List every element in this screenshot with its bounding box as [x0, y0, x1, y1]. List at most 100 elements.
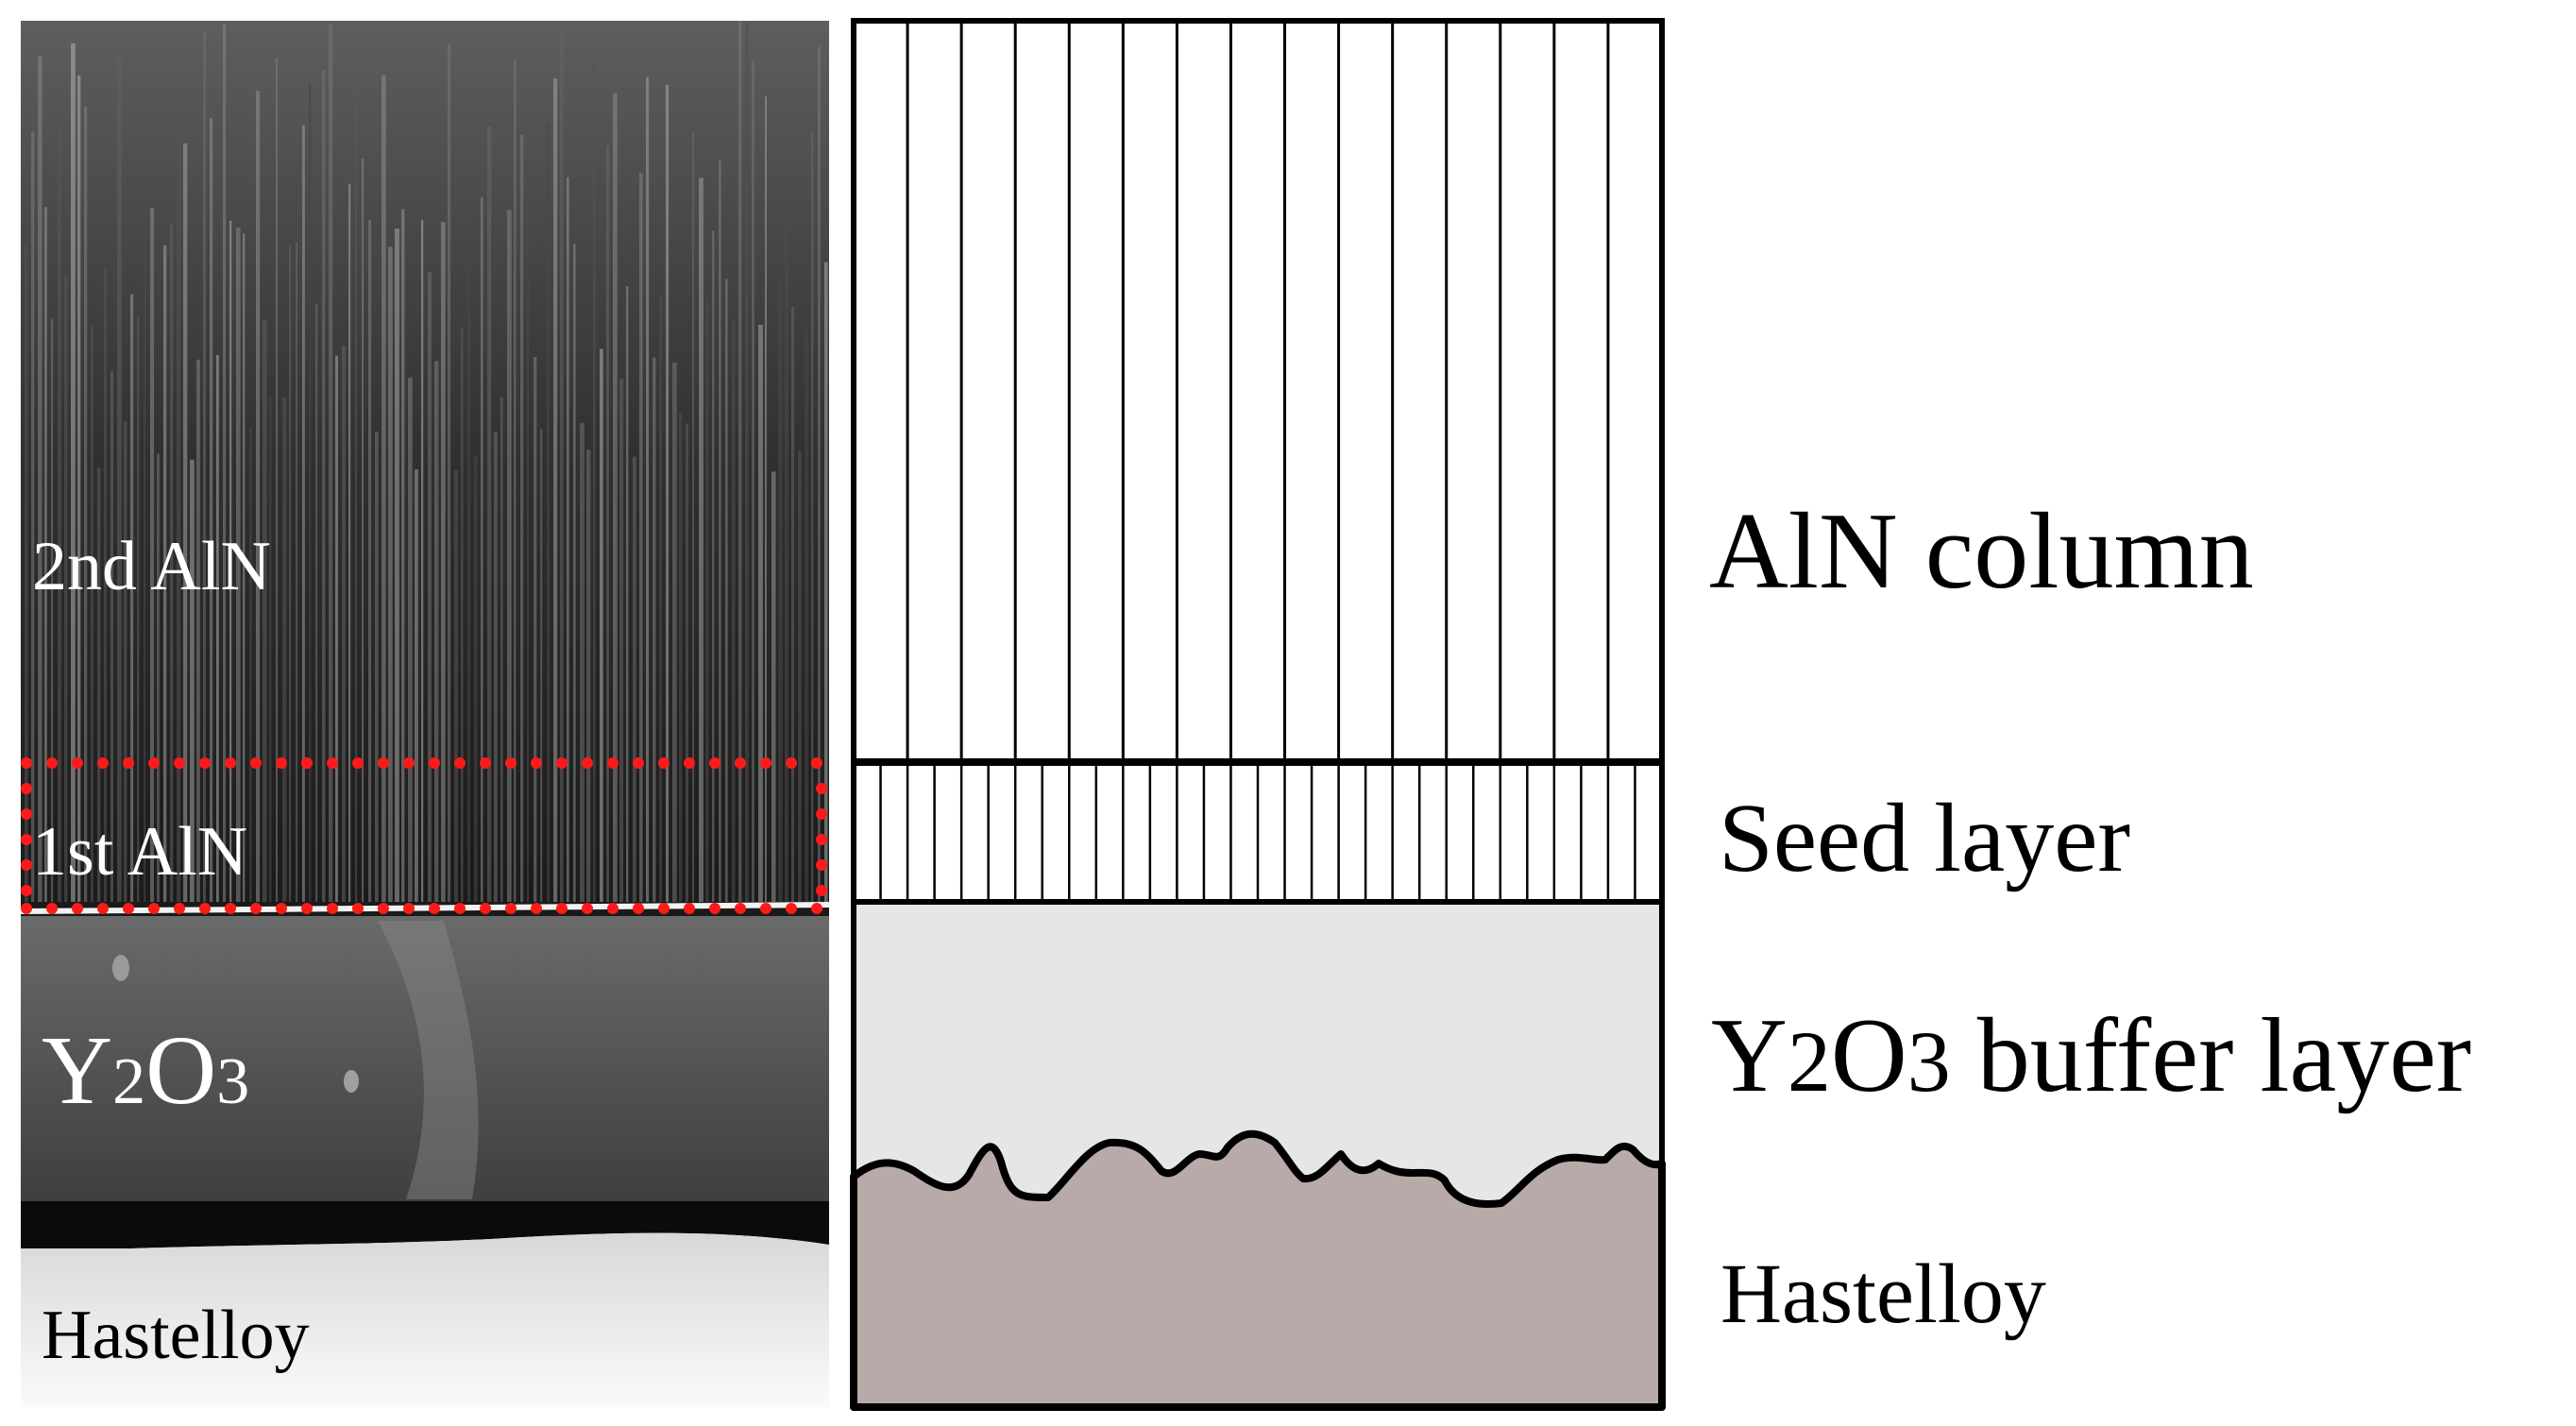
sem-column-streak	[322, 70, 326, 902]
highlight-dot	[199, 757, 211, 769]
highlight-dot	[786, 757, 797, 769]
sem-column-streak	[474, 455, 478, 902]
sem-column-streak	[666, 84, 669, 902]
sem-column-streak	[639, 173, 643, 903]
sem-column-streak	[567, 177, 569, 902]
sem-column-streak	[144, 225, 146, 903]
highlight-dot	[454, 903, 466, 914]
sem-column-streak	[210, 118, 213, 903]
highlight-dot	[123, 903, 134, 914]
sem-column-streak	[560, 33, 564, 903]
sem-column-streak	[547, 122, 551, 902]
schematic-aln-column-layer	[854, 21, 1662, 762]
sem-column-streak	[421, 220, 424, 903]
highlight-dot	[403, 903, 415, 914]
sem-column-streak	[25, 243, 28, 902]
sem-column-streak	[263, 319, 267, 903]
sem-column-streak	[302, 125, 305, 903]
highlight-dot	[21, 859, 32, 871]
sem-column-streak	[441, 222, 446, 902]
sem-column-streak	[223, 24, 227, 903]
sem-column-streak	[170, 225, 174, 902]
schematic-hastelloy-substrate	[850, 1129, 1666, 1411]
sem-column-streak	[137, 316, 140, 902]
highlight-dot	[811, 903, 822, 914]
sem-column-streak	[738, 21, 742, 902]
label-y2o3-buffer-layer: Y2O3 buffer layer	[1711, 997, 2471, 1114]
sem-column-streak	[580, 422, 585, 902]
label-hastelloy-sem: Hastelloy	[42, 1297, 310, 1374]
sem-column-streak	[282, 397, 287, 902]
highlight-dot	[816, 808, 827, 820]
highlight-dot	[607, 903, 619, 914]
sem-column-streak	[494, 432, 498, 902]
sem-column-streak	[487, 126, 492, 902]
sem-column-streak	[672, 362, 677, 902]
sem-column-streak	[44, 207, 47, 902]
highlight-dot	[429, 903, 440, 914]
highlight-dot	[21, 757, 32, 769]
highlight-dot	[46, 903, 58, 914]
highlight-dot	[811, 757, 822, 769]
highlight-dot	[276, 757, 287, 769]
sem-column-streak	[249, 427, 252, 902]
sem-column-streak	[77, 75, 81, 902]
highlight-dot	[225, 757, 236, 769]
sem-column-streak	[699, 178, 703, 902]
highlight-dot	[735, 903, 746, 914]
sem-column-streak	[514, 59, 517, 903]
sem-column-streak	[758, 324, 763, 902]
highlight-dot	[454, 757, 466, 769]
sem-column-streak	[381, 75, 386, 902]
aln-column-lines	[906, 21, 1610, 762]
sem-column-streak	[348, 183, 351, 902]
sem-column-streak	[593, 59, 596, 902]
sem-column-streak	[712, 230, 715, 902]
sem-column-streak	[124, 421, 127, 902]
highlight-dot	[816, 859, 827, 871]
highlight-dot	[21, 808, 32, 820]
sem-column-streak	[520, 134, 524, 902]
highlight-dot	[21, 783, 32, 794]
sem-column-streak	[157, 453, 160, 902]
highlight-dot	[735, 757, 746, 769]
sem-column-streak	[752, 60, 754, 902]
highlight-dot	[97, 903, 109, 914]
sem-column-streak	[659, 297, 663, 903]
highlight-dot	[684, 903, 695, 914]
sem-column-streak	[646, 76, 650, 902]
highlight-dot	[658, 757, 669, 769]
sem-column-streak	[818, 46, 821, 902]
highlight-dot	[480, 757, 491, 769]
highlight-dot	[21, 834, 32, 845]
highlight-dot	[480, 903, 491, 914]
highlight-dot	[174, 903, 185, 914]
highlight-dot	[97, 757, 109, 769]
sem-column-streak	[481, 196, 483, 902]
highlight-dot	[123, 757, 134, 769]
sem-column-streak	[117, 57, 122, 903]
sem-column-streak	[104, 268, 107, 902]
highlight-dot	[760, 757, 771, 769]
label-aln-column: AlN column	[1709, 491, 2254, 612]
sem-column-streak	[388, 246, 393, 902]
highlight-dot	[816, 783, 827, 794]
sem-particle	[112, 955, 129, 981]
sem-column-streak	[454, 469, 458, 902]
sem-column-streak	[527, 170, 530, 903]
label-seed-layer: Seed layer	[1719, 784, 2130, 892]
highlight-dot	[607, 757, 619, 769]
sem-column-streak	[725, 279, 728, 902]
sem-column-streak	[130, 294, 134, 903]
sem-column-streak	[276, 58, 279, 903]
sem-column-streak	[110, 370, 114, 902]
sem-column-streak	[692, 130, 695, 902]
sem-column-streak	[91, 325, 93, 903]
sem-column-streak	[534, 356, 537, 902]
highlight-dot	[633, 903, 644, 914]
highlight-dot	[556, 757, 568, 769]
highlight-dot	[148, 757, 160, 769]
highlight-dot	[378, 903, 389, 914]
highlight-dot	[684, 757, 695, 769]
highlight-dot	[760, 903, 771, 914]
